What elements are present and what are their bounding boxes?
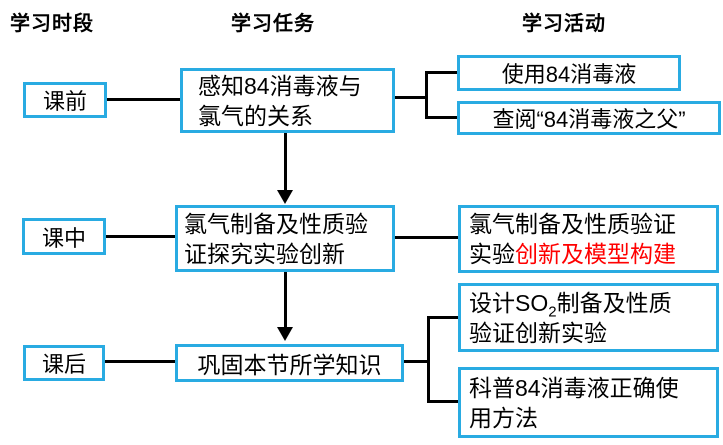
branch-3b [427,400,458,403]
activity-2-line-2-black: 实验 [469,241,515,267]
column-header-activity: 学习活动 [522,13,606,35]
activity-3a-line-2: 验证创新实验 [469,319,607,346]
bracket-1 [425,71,428,119]
down-arrowhead-1-icon [277,190,293,204]
activity-3a-line-1: 设计SO2制备及性质 [469,288,672,321]
stage-box-in-class: 课中 [22,218,106,255]
task-box-1: 感知84消毒液与 氯气的关系 [180,68,395,133]
activity-3b-line-2: 用方法 [469,404,538,431]
stage-box-after-class: 课后 [23,345,105,381]
column-header-task: 学习任务 [231,13,315,35]
activity-3a-subscript: 2 [548,303,557,321]
down-arrowhead-2-icon [277,327,293,341]
task-1-line-1: 感知84消毒液与 [198,72,362,99]
down-arrow-2-shaft [284,272,287,329]
activity-2-line-1: 氯气制备及性质验证 [469,211,676,237]
task-1-line-2: 氯气的关系 [198,102,313,129]
branch-1a [425,71,457,74]
activity-box-so2-experiment: 设计SO2制备及性质 验证创新实验 [458,283,719,352]
activity-2-line-2: 实验创新及模型构建 [469,239,676,269]
task-box-3: 巩固本节所学知识 [175,344,404,382]
task-2-line-2: 证探究实验创新 [184,240,345,267]
activity-3b-line-1: 科普84消毒液正确使 [469,374,679,401]
branch-1b [425,116,457,119]
stage-box-before-class: 课前 [23,82,107,118]
activity-box-model-building: 氯气制备及性质验证 实验创新及模型构建 [458,205,719,273]
connector-stage3-task3 [105,360,175,363]
connector-task2-activity2 [395,236,458,239]
connector-stage2-task2 [106,235,175,238]
connector-stage1-task1 [107,98,180,101]
branch-3a [427,316,458,319]
activity-box-lookup-father: 查阅“84消毒液之父” [457,101,721,135]
activity-box-science-popularization: 科普84消毒液正确使 用方法 [458,367,719,438]
connector-task3-bracket [404,360,430,363]
activity-3a-line-1-pre: 设计SO [469,289,549,316]
activity-3a-line-1-post: 制备及性质 [556,289,672,316]
task-2-line-1: 氯气制备及性质验 [184,210,368,237]
bracket-3 [427,316,430,403]
column-header-stage: 学习时段 [10,13,94,35]
activity-2-line-2-red: 创新及模型构建 [515,241,676,267]
down-arrow-1-shaft [284,133,287,192]
connector-task1-bracket [395,96,428,99]
activity-box-use-disinfectant: 使用84消毒液 [457,55,681,91]
task-box-2: 氯气制备及性质验 证探究实验创新 [175,205,395,272]
